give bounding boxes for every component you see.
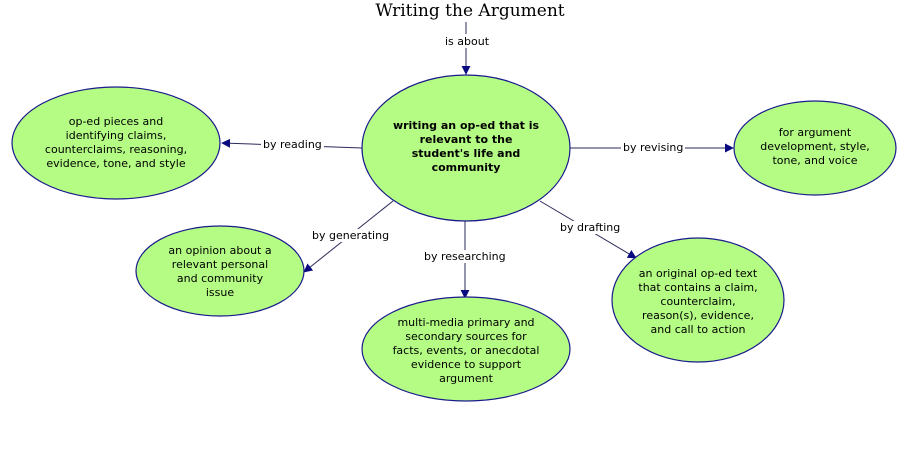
link-label-by-researching: by researching <box>422 250 508 263</box>
node-researching-text: multi-media primary and secondary source… <box>392 316 540 385</box>
link-label-by-generating: by generating <box>310 229 392 242</box>
node-reading[interactable] <box>11 86 221 200</box>
link-label-by-drafting: by drafting <box>558 221 623 234</box>
node-revising[interactable] <box>733 100 897 196</box>
node-drafting-text: an original op-ed text that contains a c… <box>638 267 758 336</box>
map-title: Writing the Argument <box>375 1 565 21</box>
link-label-by-reading: by reading <box>261 138 324 151</box>
node-generating[interactable] <box>135 225 305 317</box>
node-drafting[interactable] <box>611 237 785 363</box>
node-center-text: writing an op-ed that is relevant to the… <box>392 119 540 174</box>
node-center[interactable] <box>361 74 571 222</box>
node-revising-text: for argument development, style, tone, a… <box>760 126 870 167</box>
link-label-by-revising: by revising <box>621 141 686 154</box>
node-generating-text: an opinion about a relevant personal and… <box>168 244 272 299</box>
node-reading-text: op-ed pieces and identifying claims, cou… <box>44 115 188 170</box>
link-label-is-about: is about <box>443 35 492 48</box>
node-researching[interactable] <box>361 296 571 402</box>
